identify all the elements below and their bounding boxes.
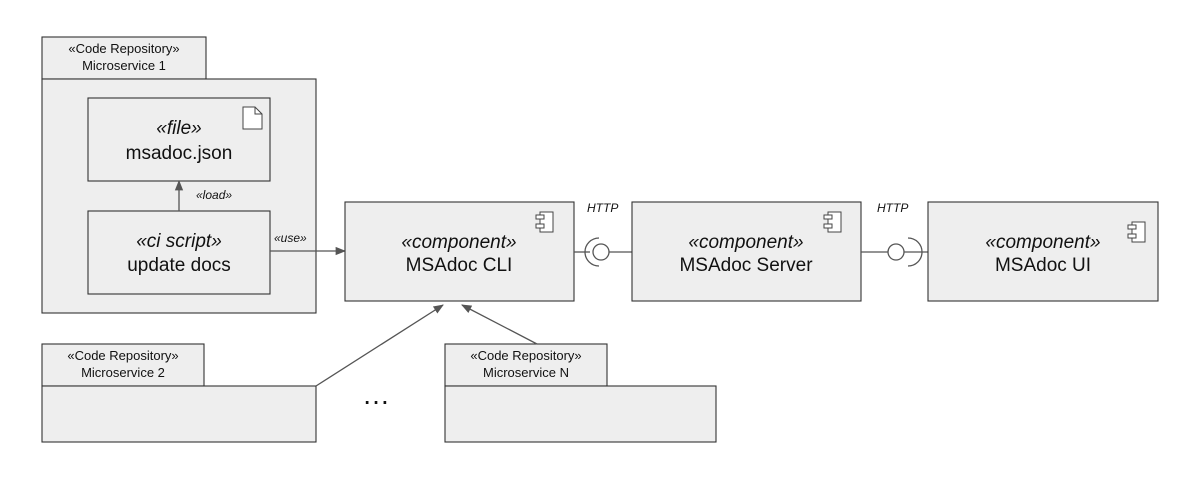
- file-node: «file» msadoc.json: [87, 97, 271, 182]
- server-name: MSAdoc Server: [679, 255, 813, 276]
- http-label-2: HTTP: [877, 201, 908, 215]
- repo2-name: Microservice 2: [81, 365, 165, 380]
- repo2-to-cli-arrow: [315, 304, 444, 387]
- file-name: msadoc.json: [126, 143, 233, 164]
- repo2-stereotype: «Code Repository»: [67, 348, 178, 363]
- load-label: «load»: [196, 188, 232, 202]
- http-interface-server-ui: HTTP: [861, 201, 928, 267]
- ui-component: «component» MSAdoc UI: [927, 201, 1159, 302]
- component-icon: [1127, 221, 1146, 243]
- repo1-name: Microservice 1: [82, 58, 166, 73]
- repo2-package: «Code Repository» Microservice 2: [41, 343, 317, 443]
- repoN-stereotype: «Code Repository»: [470, 348, 581, 363]
- script-stereotype: «ci script»: [136, 231, 222, 252]
- cli-name: MSAdoc CLI: [406, 255, 513, 276]
- component-icon: [535, 211, 554, 233]
- document-icon: [242, 106, 263, 130]
- repoN-name: Microservice N: [483, 365, 569, 380]
- file-stereotype: «file»: [156, 118, 201, 139]
- repoN-to-cli-arrow: [461, 304, 538, 345]
- more-repositories-ellipsis: …: [362, 379, 390, 410]
- script-name: update docs: [127, 255, 231, 276]
- ui-stereotype: «component»: [985, 232, 1100, 253]
- cli-component: «component» MSAdoc CLI: [344, 201, 575, 302]
- use-label: «use»: [274, 231, 307, 245]
- component-icon: [823, 211, 842, 233]
- cli-stereotype: «component»: [401, 232, 516, 253]
- ui-name: MSAdoc UI: [995, 255, 1091, 276]
- repoN-package: «Code Repository» Microservice N: [444, 343, 717, 443]
- script-node: «ci script» update docs: [87, 210, 271, 295]
- repo1-stereotype: «Code Repository»: [68, 41, 179, 56]
- server-component: «component» MSAdoc Server: [631, 201, 862, 302]
- server-stereotype: «component»: [688, 232, 803, 253]
- http-interface-cli-server: HTTP: [574, 201, 632, 267]
- http-label-1: HTTP: [587, 201, 618, 215]
